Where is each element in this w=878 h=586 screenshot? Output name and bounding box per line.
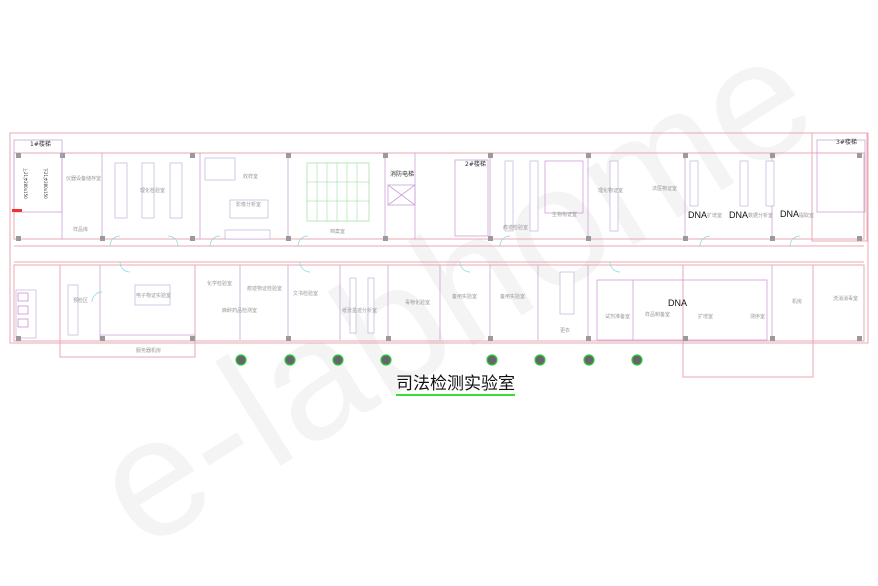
- room-label: 纸张墨迹分析室: [342, 307, 377, 314]
- floor-plan: 1#楼梯 2#楼梯 3#楼梯 上21步280x150 下21步280x150 消…: [9, 132, 869, 378]
- room-label: 仪器设备储存室: [66, 175, 101, 182]
- dna-label: DNA: [688, 210, 707, 220]
- drawing-title: 司法检测实验室: [396, 374, 515, 396]
- column-marker: [332, 354, 344, 366]
- column-marker: [486, 354, 498, 366]
- column-markers: [235, 354, 643, 366]
- room-label: 档案室: [330, 228, 345, 235]
- fire-elevator-label: 消防电梯: [390, 170, 414, 178]
- stairs: [12, 139, 866, 237]
- room-label: 电子物证实验室: [136, 292, 171, 299]
- dna-label: DNA: [668, 298, 687, 308]
- room-label: 文书检验室: [293, 290, 318, 297]
- stair-note-up: 上21步280x150: [23, 168, 29, 199]
- room-label: 样品库: [73, 226, 88, 233]
- column-marker: [534, 354, 546, 366]
- room-label: 理化检验室: [140, 187, 165, 194]
- room-label: 机房: [792, 298, 802, 305]
- room-label: 生物物证室: [552, 211, 577, 218]
- room-label: 痕迹物证检验室: [247, 285, 282, 292]
- room-label: 测序室: [750, 313, 765, 320]
- column-marker: [631, 354, 643, 366]
- restroom: [15, 289, 37, 339]
- dna-label: DNA: [780, 209, 799, 219]
- room-label: 备用实验室: [500, 293, 525, 300]
- bottom-rooms: [67, 265, 773, 341]
- column-marker: [284, 354, 296, 366]
- room-label: 服务器机房: [136, 347, 161, 354]
- stair-note-down: 下21步280x150: [43, 168, 49, 199]
- room-label: 化学检验室: [207, 280, 232, 287]
- top-rooms: [61, 153, 775, 240]
- room-label: 数据分析室: [748, 212, 773, 219]
- room-label: 洗消消毒室: [833, 295, 858, 302]
- column-marker: [583, 354, 595, 366]
- room-label: 扩增室: [707, 212, 722, 219]
- room-label: 扩增室: [698, 313, 713, 320]
- column-marker: [235, 354, 247, 366]
- room-label: 收样室: [243, 173, 258, 180]
- stair-1-label: 1#楼梯: [30, 140, 51, 148]
- room-label: 试剂准备室: [605, 313, 630, 320]
- doors: [91, 235, 801, 303]
- room-label: 备用实验室: [452, 293, 477, 300]
- room-label: 影像分析室: [236, 201, 261, 208]
- stair-3-label: 3#楼梯: [836, 138, 857, 146]
- room-label: 麻醉药品检测室: [222, 307, 257, 314]
- room-label: 预检区: [73, 297, 88, 304]
- room-label: 理化物证室: [598, 187, 623, 194]
- stair-2-label: 2#楼梯: [465, 160, 486, 168]
- column-marker: [380, 354, 392, 366]
- dna-label: DNA: [729, 210, 748, 220]
- building-outline: [9, 132, 869, 378]
- room-label: 毒物化验室: [405, 299, 430, 306]
- room-label: 法医物证室: [652, 185, 677, 192]
- structural-columns: [16, 153, 862, 341]
- archive-shelving: [306, 162, 370, 222]
- room-label: 痕迹检验室: [503, 224, 528, 231]
- room-label: 更衣: [560, 327, 570, 334]
- room-label: 提取室: [799, 212, 814, 219]
- room-label: 样品制备室: [645, 311, 670, 318]
